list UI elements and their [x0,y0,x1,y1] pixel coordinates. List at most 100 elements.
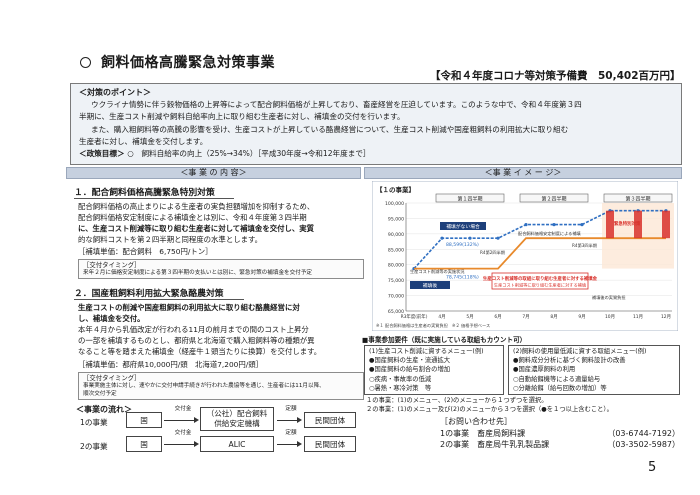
page-number: 5 [648,460,657,475]
contact-line-1: 1の事業 畜産局飼料課 （03-6744-7192） [440,428,680,440]
requirements-notes: １の事業：(1)のメニュー、(2)のメニューから１つずつを選択。 ２の事業：(1… [366,397,678,415]
requirements-title: ■事業参加要件（既に実施している取組もカウント可） [362,336,527,344]
chart-quarter-label: 第３四半期 [625,196,650,203]
flow-row1-label: 1の事業 [80,418,108,427]
menu2-box: (2)飼料の使用量低減に資する取組メニュー(例) ●飼料成分分析に基づく飼料設計… [508,345,680,395]
menu2-item-1: ●飼料成分分析に基づく飼料設計の改善 [513,357,626,365]
item1-line-4: 的な飼料コストを第２四半期と同程度の水準とします。 [78,235,263,244]
flow-private-box-2: 民間団体 [304,436,356,452]
item2-line-3: なること等を踏まえた補填金（経産牛１頭当たりに換算）を交付します。 [78,347,322,356]
item1-timing-label: ［交付タイミング］ [83,261,141,269]
chart-ytick-label: 95,000 [388,216,404,222]
chart-xtick-label: 10月 [605,314,615,320]
flow-row2-label: 2の事業 [80,442,108,451]
contact-line-1-label: 1の事業 畜産局飼料課 [440,428,526,438]
points-box: ＜対策のポイント＞ ウクライナ情勢に伴う穀物価格の上昇等によって配合飼料価格が上… [70,83,682,165]
menu1-item-4: ○暑熱・寒冷対策 等 [369,384,432,392]
chart-point-no-compensation [524,223,528,227]
chart-series-after-compensation [414,237,666,270]
chart-quarter-box [435,193,505,203]
flow-fixed-label-1: 定額 [285,406,297,412]
chart-xtick-label: 4月 [438,314,445,320]
chart-bar-emergency [634,210,642,239]
chart-ytick-label: 65,000 [388,309,404,315]
chart-label-after-compensation: 補填後 [423,282,438,289]
chart-xtick-label: 12月 [661,314,671,320]
chart-point-no-compensation [468,236,472,240]
chart-label-zh-pay: 配合飼料価格安定制度による補填 [518,230,581,237]
flow-fixed-label-2: 定額 [285,430,297,436]
item1-line-2: 配合飼料価格安定制度による補填金とは別に、令和４年度第３四半期 [78,213,307,222]
flow-arrow-1 [164,420,194,421]
circle-bullet-icon [80,57,91,68]
menu1-item-3: ○疾病・事故率の低減 [369,375,432,383]
item2-unit-price: ［補填単価：都府県10,000円/頭 北海道7,200円/頭］ [78,360,264,369]
chart-xtick-label: 9月 [578,314,585,320]
menu2-title: (2)飼料の使用量低減に資する取組メニュー(例) [513,348,647,355]
contact-block: ［お問い合わせ先］ 1の事業 畜産局飼料課 （03-6744-7192） 2の事… [440,416,680,451]
chart-ytick-label: 70,000 [388,294,404,300]
chart-xtick-label: 7月 [522,314,529,320]
flow-grant-label-1: 交付金 [174,406,192,412]
chart-quarter-label: 第１四半期 [457,196,482,203]
item1-timing-box: ［交付タイミング］ 来年２月に価格安定制度による第３四半期の支払いとは別に、緊急… [78,259,364,279]
chart-label-emergency: 緊急特別対策 [614,220,641,227]
item2-line-1: 本年４月から乳価改定が行われる11月の前月までの間のコスト上昇分 [78,325,309,334]
compensation-chart-svg: 【１の事業】第１四半期第２四半期第３四半期100,00095,00090,000… [371,180,679,332]
contact-line-2: 2の事業 畜産局牛乳乳製品課 （03-3502-5987） [440,439,680,451]
requirements-note-1: １の事業：(1)のメニュー、(2)のメニューから１つずつを選択。 [366,397,548,404]
points-line-3: また、購入粗飼料等の高騰の影響を受け、生産コストが上昇している酪農経営について、… [91,124,569,134]
points-heading: ＜対策のポイント＞ [79,88,151,97]
page-title: 飼料価格高騰緊急対策事業 [80,52,275,72]
flow-association-line-2: 供給安定機構 [214,419,260,428]
contact-line-2-tel: （03-3502-5987） [607,440,680,449]
item1-timing-text: 来年２月に価格安定制度による第３四半期の支払いとは別に、緊急対策の補填金を交付予… [83,270,313,276]
chart-label-actual-burden: 補填後の実質負担 [592,294,626,301]
menu1-title: (1)生産コスト削減に資するメニュー(例) [369,348,484,355]
chart-quarter-label: 第２四半期 [541,196,566,203]
requirements-note-2: ２の事業：(1)のメニュー及び(2)のメニューから３つを選択（●を１つ以上含むこ… [366,405,613,413]
chart-point-no-compensation [440,236,444,240]
flow-country-box-2: 国 [126,436,162,452]
item2-bold-line-1: 生産コストの削減や国産粗飼料の利用拡大に取り組む酪農経営に対 [78,303,300,312]
item2-timing-box: ［交付タイミング］ 事業実施主体に対し、速やかに交付申請手続きが行われた農協等を… [78,372,364,400]
chart-ytick-label: 85,000 [388,247,404,253]
chart-ytick-label: 100,000 [385,201,404,207]
policy-goal: ＜政策目標＞ ○ 飼料自給率の向上（25%→34%）［平成30年度→令和12年度… [79,148,673,160]
flow-grant-label-2: 交付金 [174,430,192,436]
content-section-header: ＜事 業 の 内 容＞ [66,167,361,179]
chart-title: 【１の事業】 [376,185,415,194]
flow-arrow-4 [277,444,297,445]
policy-goal-label: ＜政策目標＞ [79,149,125,159]
item2-bold-line-2: し、補填金を交付。 [78,314,145,323]
menu2-item-3: ○自動給餌機等による適量給与 [513,375,601,383]
arrow-right-icon [194,441,199,447]
points-line-2: 半期に、生産コスト削減や飼料自給率向上に取り組む生産者に対し、補填金の交付を行い… [79,112,405,122]
chart-bar-emergency [606,210,614,239]
flow-association-line-1: （公社）配合飼料 [206,409,268,418]
chart-xtick-label: 6月 [494,314,501,320]
chart-label-cost-cut: 生産コスト削減等の実施状況 [410,268,465,275]
chart-bar-emergency [662,210,670,239]
points-line-1: ウクライナ情勢に伴う穀物価格の上昇等によって配合飼料価格が上昇しており、畜産経営… [91,100,582,110]
chart-label-r4q2: R4第2四半期 [480,249,505,256]
flow-arrow-2 [164,444,194,445]
item2-title: ２．国産粗飼料利用拡大緊急酪農対策 [74,286,244,300]
chart-footnote: ※１ 配合飼料価格は生産者の実質負担 ※２ 価格予想ベース [376,322,490,329]
item2-text: 本年４月から乳価改定が行われる11月の前月までの間のコスト上昇分 の一部を補填す… [66,324,366,370]
item2-timing-label: ［交付タイミング］ [83,374,141,382]
chart-ytick-label: 80,000 [388,263,404,269]
menu1-item-1: ●国産飼料の生産・流通拡大 [369,357,451,365]
item2-line-2: の一部を補填するものとし、都府県と北海道で購入粗飼料等の種類が異 [78,336,315,345]
arrow-right-icon [194,417,199,423]
chart-xtick-label: R3年度(前年) [401,313,428,320]
chart-series-no-compensation [413,209,666,270]
chart-label-box-no-comp [440,222,486,230]
chart-xtick-label: 5月 [466,314,473,320]
menu1-item-2: ●国産飼料の給与割合の増加 [369,366,451,374]
contact-title: ［お問い合わせ先］ [440,417,512,426]
arrow-right-icon [297,441,302,447]
chart-quarter-box [603,193,673,203]
